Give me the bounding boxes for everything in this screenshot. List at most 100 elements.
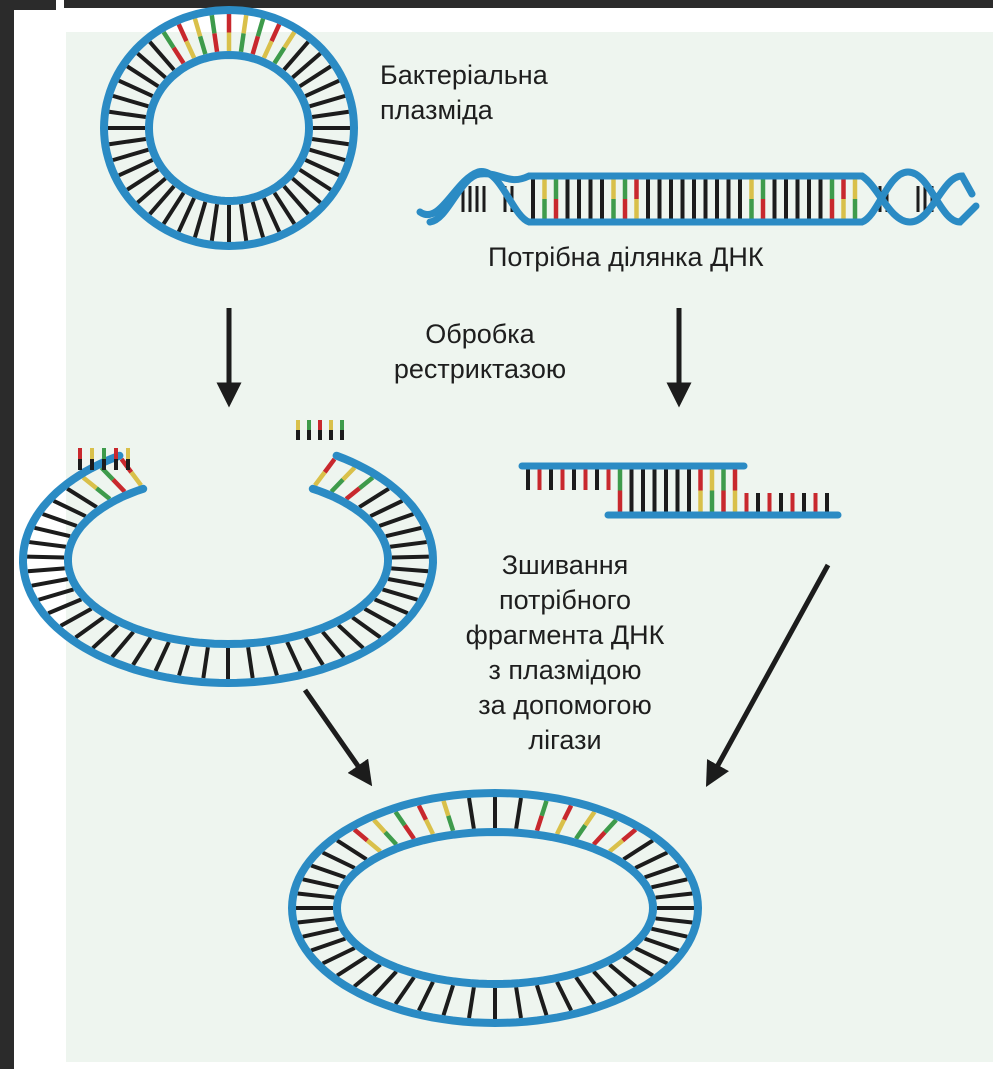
base-pair <box>303 929 339 937</box>
base-pair <box>374 971 397 996</box>
base-pair <box>268 645 277 675</box>
base-pair <box>312 139 349 144</box>
base-pair <box>248 647 253 678</box>
cut-dna-fragment <box>522 466 838 515</box>
base-pair <box>203 647 208 678</box>
base-pair-colored <box>83 477 96 488</box>
base-pair <box>179 645 188 675</box>
base-pair-colored <box>212 15 215 33</box>
base-pair-colored <box>253 36 258 54</box>
base-pair <box>61 609 92 626</box>
base-pair <box>624 840 653 859</box>
base-pair-colored <box>576 825 585 838</box>
base-pair <box>396 977 415 1004</box>
base-pair <box>656 918 693 922</box>
base-pair <box>624 957 653 976</box>
base-pair <box>337 840 366 859</box>
base-pair <box>195 202 205 238</box>
base-pair-colored <box>426 820 433 834</box>
base-pair <box>156 642 169 671</box>
base-pair <box>635 853 667 869</box>
base-pair-colored <box>585 812 594 825</box>
target-dna-segment <box>420 172 976 222</box>
base-pair-colored <box>537 816 542 831</box>
base-pair <box>287 642 300 671</box>
base-pair-colored <box>346 488 359 499</box>
base-pair <box>610 965 636 987</box>
base-pair-colored <box>241 33 244 51</box>
base-pair <box>419 982 433 1011</box>
base-pair-colored <box>214 33 217 51</box>
base-pair-colored <box>131 472 141 485</box>
base-pair <box>323 948 355 964</box>
base-pair <box>29 542 66 547</box>
base-pair <box>303 879 339 887</box>
base-pair-colored <box>367 840 380 851</box>
base-pair <box>310 96 346 106</box>
base-pair <box>48 599 81 613</box>
base-pair <box>109 112 146 117</box>
base-pair <box>119 81 153 96</box>
base-pair <box>516 798 521 829</box>
base-pair <box>298 894 335 898</box>
base-pair <box>379 514 413 526</box>
base-pair-colored <box>186 41 194 58</box>
base-pair-colored <box>264 41 272 58</box>
base-pair <box>76 617 104 637</box>
base-pair-colored <box>557 820 564 834</box>
base-pair-colored <box>113 480 125 492</box>
base-pair <box>310 150 346 160</box>
base-pair <box>469 798 474 829</box>
base-pair <box>576 977 595 1004</box>
base-pair <box>54 501 86 516</box>
label-restriction-treatment: Обробка рестриктазою <box>350 317 610 387</box>
dna-backbone-inner <box>337 832 653 984</box>
base-pair-colored <box>315 472 325 485</box>
base-pair <box>305 638 322 665</box>
base-pair <box>311 866 345 878</box>
base-pair-colored <box>542 801 547 816</box>
base-pair-colored <box>97 488 110 499</box>
base-pair <box>386 528 422 536</box>
base-pair-colored <box>331 480 343 492</box>
base-pair-colored <box>164 32 174 48</box>
base-pair <box>656 894 693 898</box>
base-pair <box>645 939 679 951</box>
base-pair <box>352 617 380 637</box>
base-pair <box>109 139 146 144</box>
base-pair <box>133 638 150 665</box>
base-pair <box>113 150 149 160</box>
base-pair-colored <box>359 477 372 488</box>
base-pair-colored <box>274 48 284 64</box>
base-pair <box>594 971 617 996</box>
base-pair <box>112 632 133 657</box>
base-pair-colored <box>374 820 385 832</box>
base-pair <box>312 112 349 117</box>
arrow-cut-to-recombinant <box>305 690 365 776</box>
base-pair <box>359 489 389 508</box>
base-pair <box>323 632 344 657</box>
base-pair <box>651 879 687 887</box>
base-pair <box>43 514 77 526</box>
base-pair-colored <box>594 832 605 844</box>
base-pair-colored <box>284 32 294 48</box>
base-pair-colored <box>448 816 453 831</box>
base-pair <box>337 957 366 976</box>
base-pair <box>651 929 687 937</box>
bacterial-plasmid <box>104 10 354 246</box>
dna-backbone-inner <box>68 489 388 644</box>
base-pair-colored <box>623 830 636 841</box>
base-pair-colored <box>564 805 571 819</box>
base-pair-colored <box>443 801 448 816</box>
base-pair <box>253 202 263 238</box>
base-pair <box>119 160 153 175</box>
base-pair <box>645 866 679 878</box>
base-pair <box>212 204 217 241</box>
base-pair-colored <box>325 459 335 472</box>
base-pair-colored <box>396 812 405 825</box>
base-pair-colored <box>244 15 247 33</box>
base-pair <box>241 204 246 241</box>
base-pair <box>179 198 194 232</box>
base-pair <box>390 542 427 547</box>
